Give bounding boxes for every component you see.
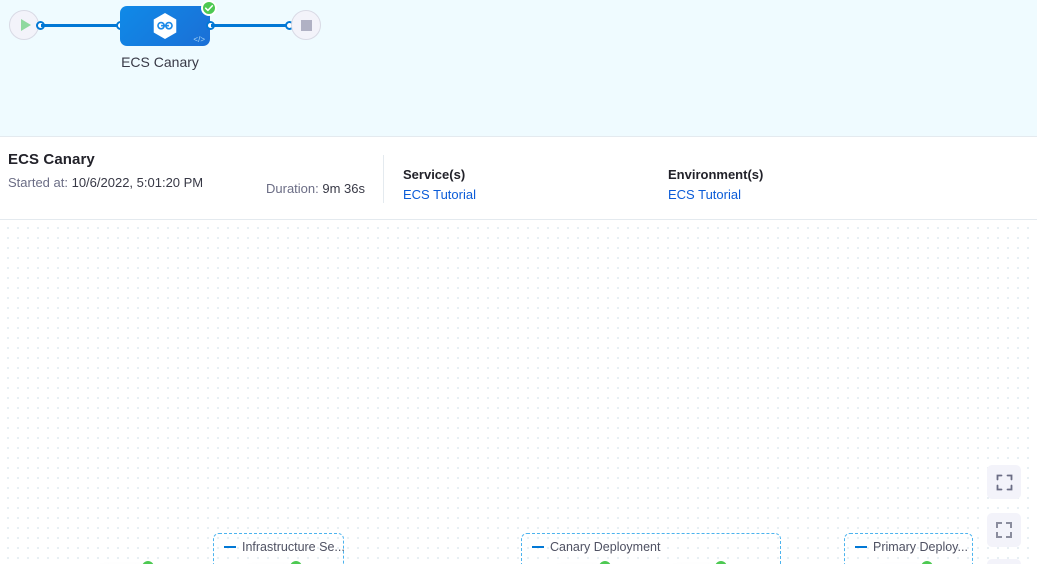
duration-value: 9m 36s <box>318 181 365 196</box>
zoom-in-button[interactable]: + <box>987 559 1021 564</box>
minimap-stage-ecs-canary[interactable]: </> <box>120 6 210 46</box>
group-label-text: Primary Deploy... <box>873 540 968 554</box>
started-at-label: Started at: <box>8 175 68 190</box>
minimap-stage-code-tag: </> <box>193 35 205 44</box>
services-block: Service(s) ECS Tutorial <box>403 167 476 202</box>
minimap-stage-label: ECS Canary <box>121 54 199 70</box>
pipeline-minimap-strip: </> ECS Canary <box>0 0 1037 137</box>
minimap-connector-1 <box>41 24 121 27</box>
canary-deployment-group[interactable]: Canary Deployment <box>521 533 781 564</box>
zoom-controls[interactable]: + − <box>987 559 1021 564</box>
fullscreen-icon <box>996 474 1012 490</box>
started-at-value: 10/6/2022, 5:01:20 PM <box>67 175 204 190</box>
selection-box-icon <box>996 522 1012 538</box>
infrastructure-section-group-label: Infrastructure Se... <box>224 540 345 554</box>
collapse-dash-icon[interactable] <box>224 546 236 548</box>
environments-label: Environment(s) <box>668 167 764 182</box>
minimap-end-node[interactable] <box>291 10 321 40</box>
services-link[interactable]: ECS Tutorial <box>403 187 476 202</box>
play-icon <box>20 19 31 31</box>
minimap-connector-2 <box>211 24 290 27</box>
primary-deployment-group-label: Primary Deploy... <box>855 540 968 554</box>
execution-title: ECS Canary <box>8 151 95 168</box>
services-label: Service(s) <box>403 167 466 182</box>
service-status-badge <box>140 559 156 564</box>
duration-label: Duration: <box>266 181 319 196</box>
group-label-text: Infrastructure Se... <box>242 540 345 554</box>
stop-icon <box>300 19 312 31</box>
harness-hexagon-icon <box>153 13 177 39</box>
canary-deployment-group-label: Canary Deployment <box>532 540 660 554</box>
execution-started-at: Started at: 10/6/2022, 5:01:20 PM <box>8 175 1037 190</box>
zoom-stack[interactable]: + − <box>987 559 1021 564</box>
environments-link[interactable]: ECS Tutorial <box>668 187 741 202</box>
execution-duration: Duration: 9m 36s <box>266 181 365 196</box>
infrastructure-section-group[interactable]: Infrastructure Se... <box>213 533 345 564</box>
minimap-stage-status-badge <box>201 0 217 16</box>
selection-mode-button[interactable] <box>987 513 1021 547</box>
info-divider <box>383 155 384 203</box>
execution-graph-canvas[interactable]: Infrastructure Se... Canary Deployment P… <box>0 220 1037 564</box>
select-button[interactable] <box>987 513 1021 547</box>
group-label-text: Canary Deployment <box>550 540 661 554</box>
fit-to-screen-button[interactable] <box>987 465 1021 499</box>
primary-deployment-group[interactable]: Primary Deploy... <box>844 533 973 564</box>
minimap-start-node[interactable] <box>9 10 39 40</box>
environments-block: Environment(s) ECS Tutorial <box>668 167 763 202</box>
collapse-dash-icon[interactable] <box>532 546 544 548</box>
collapse-dash-icon[interactable] <box>855 546 867 548</box>
execution-info-bar: ECS Canary Started at: 10/6/2022, 5:01:2… <box>0 137 1037 220</box>
fullscreen-button[interactable] <box>987 465 1021 499</box>
check-icon <box>204 5 214 12</box>
